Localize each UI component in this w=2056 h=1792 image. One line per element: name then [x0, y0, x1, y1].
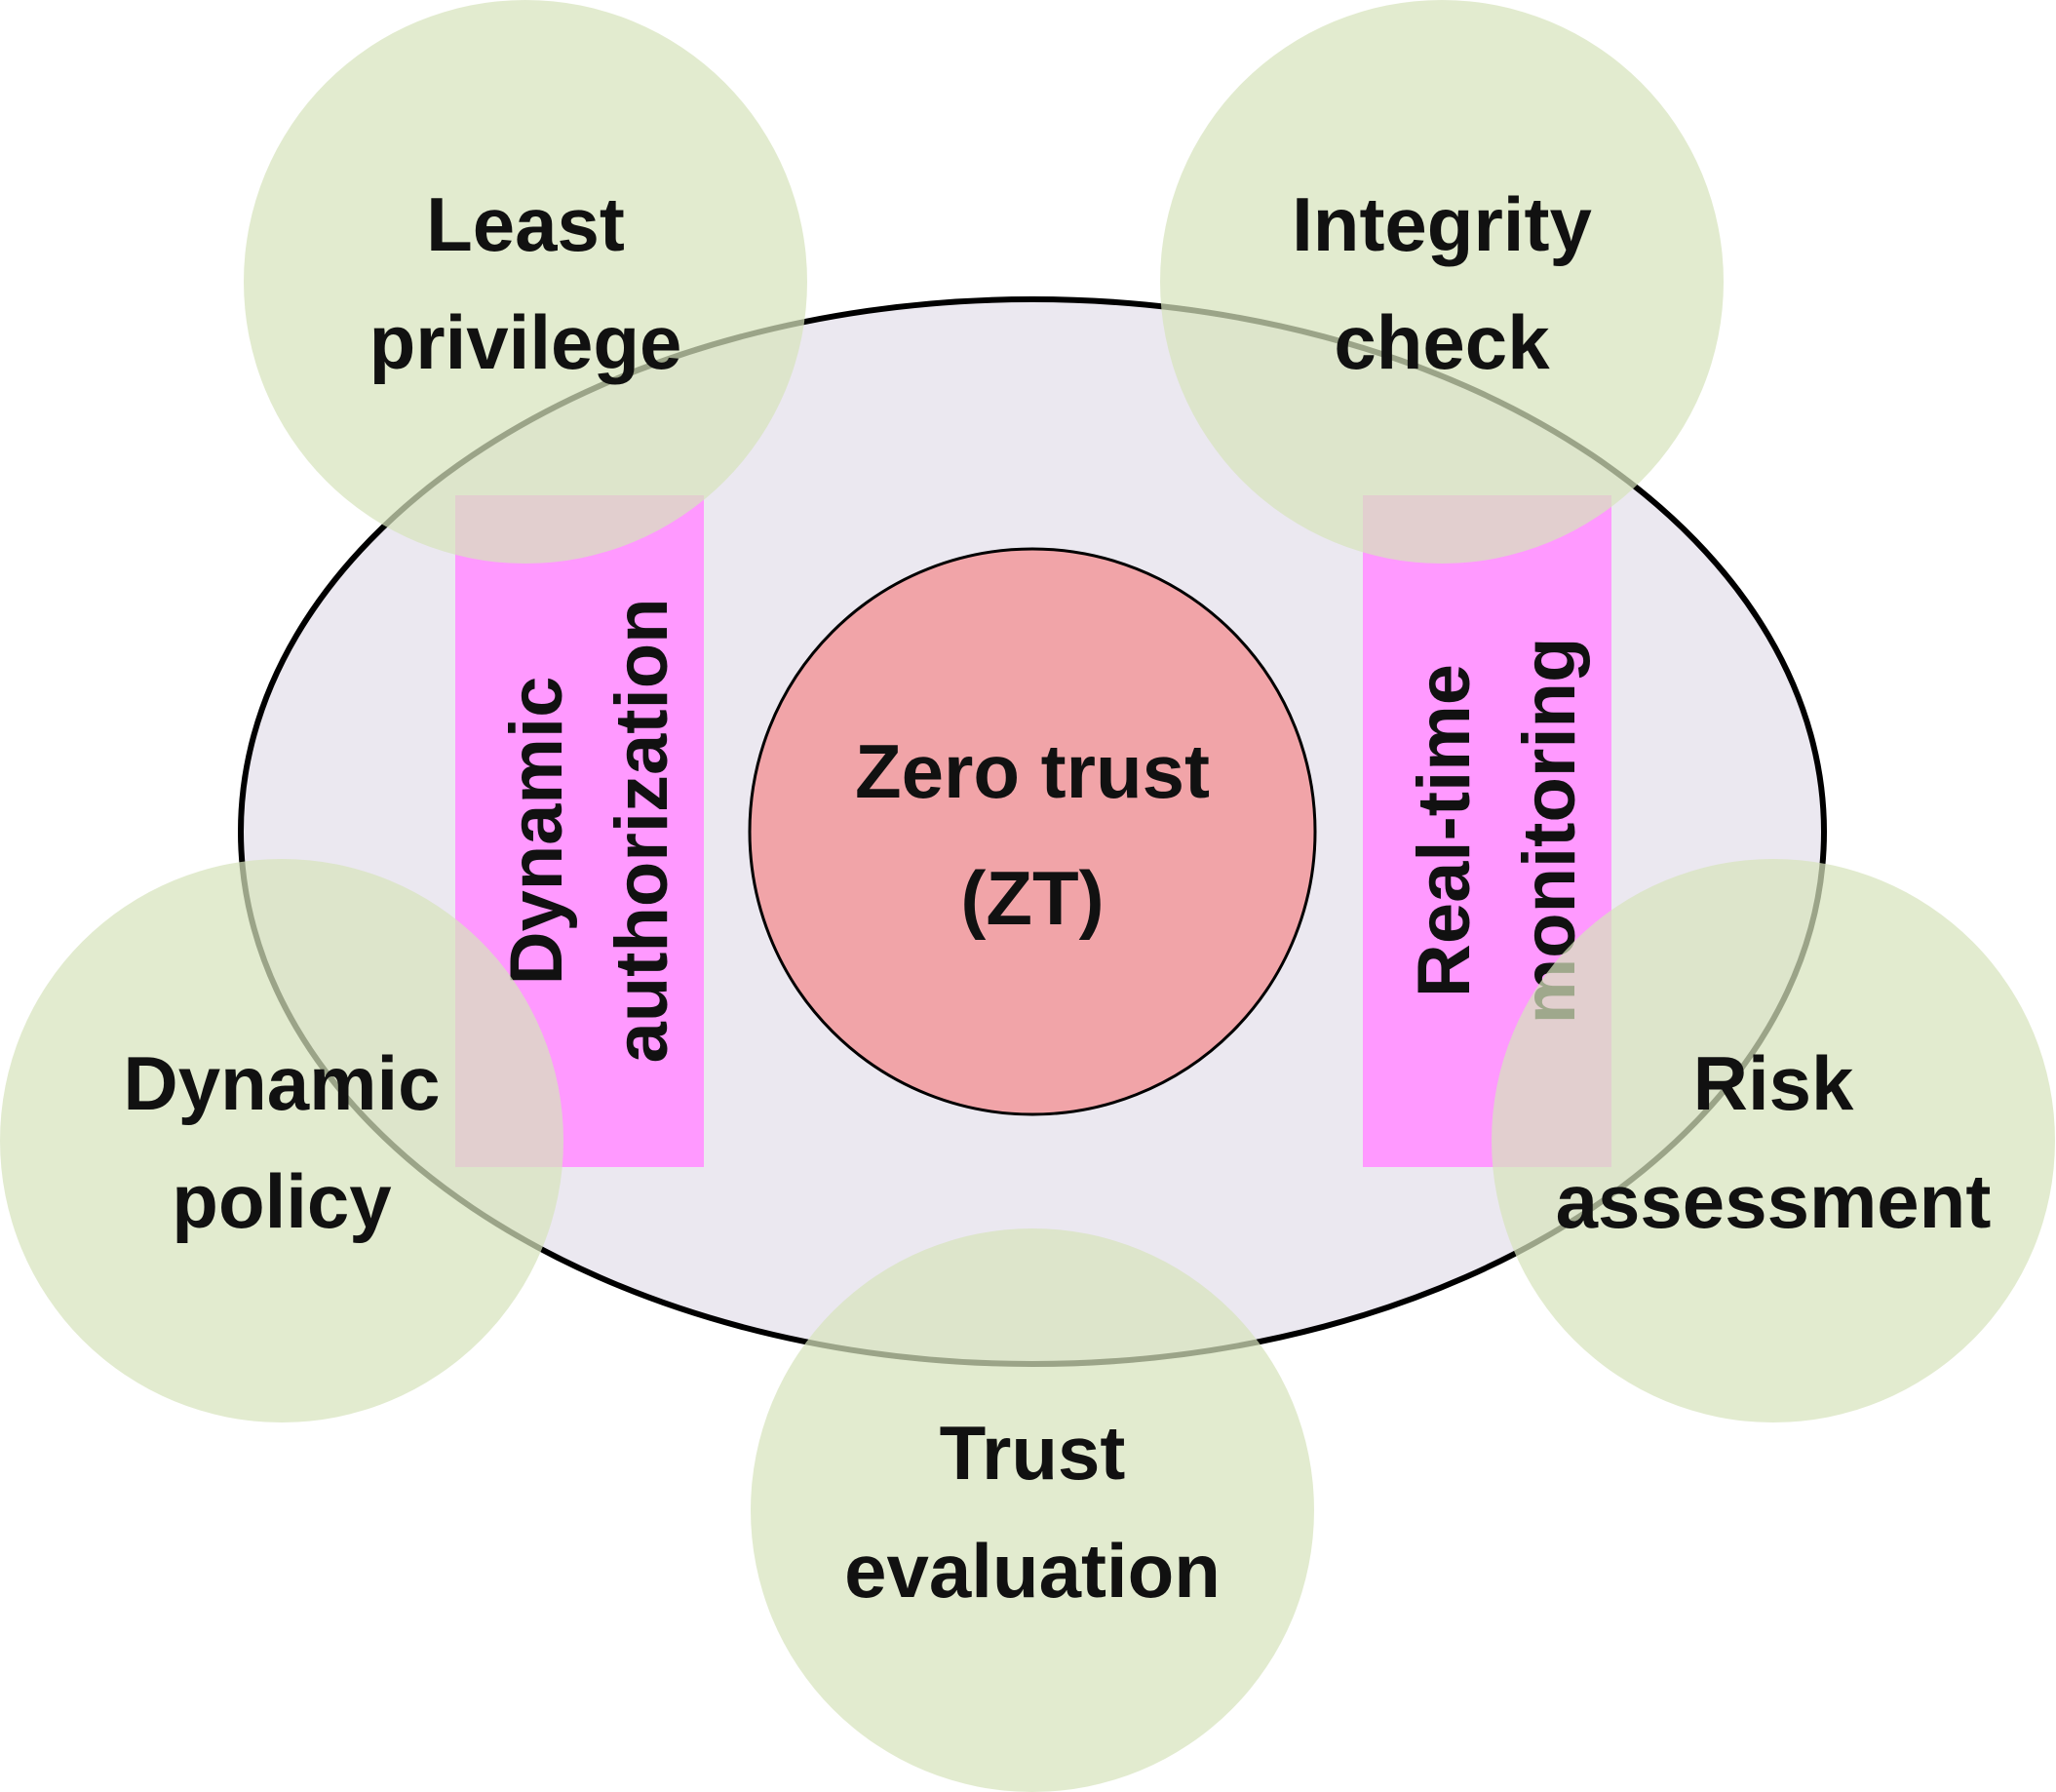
dynamic-authorization-label-line1: Dynamic — [495, 677, 578, 986]
zero-trust-circle — [748, 547, 1317, 1116]
trust-evaluation-circle — [751, 1228, 1314, 1792]
least-privilege-circle — [244, 0, 807, 564]
dynamic-policy-circle — [0, 859, 563, 1422]
dynamic-policy-label-line2: policy — [172, 1158, 391, 1244]
real-time-monitoring-label-line1: Real-time — [1403, 664, 1486, 997]
dynamic-policy-label-line1: Dynamic — [123, 1040, 440, 1126]
risk-assessment-label-line2: assessment — [1556, 1158, 1992, 1244]
integrity-check-circle — [1160, 0, 1724, 564]
zero-trust-label-line2: (ZT) — [960, 855, 1104, 941]
trust-evaluation-label-line2: evaluation — [844, 1528, 1221, 1614]
dynamic-authorization-label-line2: authorization — [601, 598, 683, 1063]
risk-assessment-label-line1: Risk — [1693, 1040, 1854, 1126]
integrity-check-label-line2: check — [1334, 299, 1550, 385]
integrity-check-label-line1: Integrity — [1292, 181, 1592, 267]
least-privilege-label-line2: privilege — [369, 299, 682, 385]
zero-trust-label-line1: Zero trust — [855, 728, 1210, 814]
trust-evaluation-label-line1: Trust — [940, 1410, 1126, 1496]
risk-assessment-circle — [1492, 859, 2055, 1422]
least-privilege-label-line1: Least — [426, 181, 625, 267]
